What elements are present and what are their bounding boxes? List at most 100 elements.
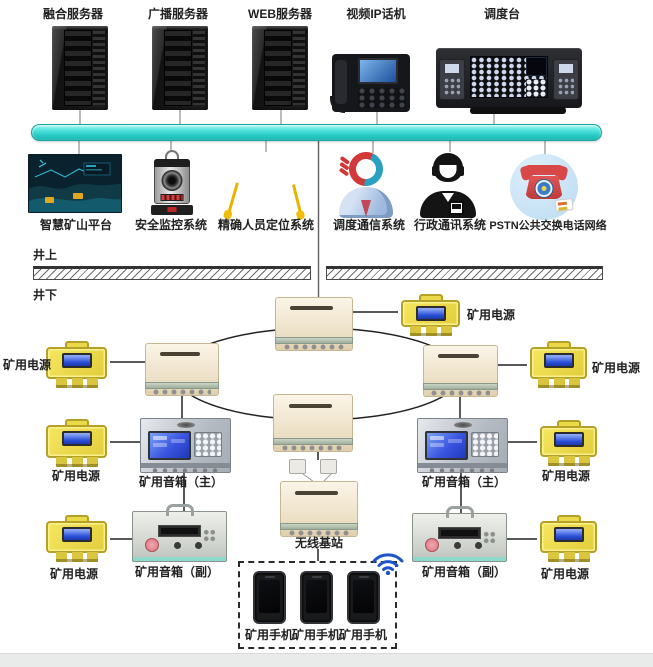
- fusion-server-label: 融合服务器: [42, 7, 104, 21]
- speaker-sub-label: 矿用音箱（副）: [134, 565, 220, 579]
- mine-phone-label: 矿用手机: [338, 628, 388, 642]
- web-server-icon: [252, 26, 308, 110]
- speaker-display: [158, 525, 201, 537]
- mine-phone-1: [253, 571, 286, 624]
- ring-station-top: [275, 297, 353, 351]
- speaker-keypad: [194, 432, 222, 457]
- mine-speaker-sub-left: [132, 504, 227, 562]
- headset-icon: [432, 166, 437, 176]
- power-box-top-right: [398, 294, 463, 336]
- speaker-sub-label: 矿用音箱（副）: [421, 565, 507, 579]
- pstn-icon: [510, 154, 578, 220]
- carry-handle: [445, 506, 474, 518]
- broadcast-server-label: 广播服务器: [147, 7, 209, 21]
- dispatch-console-label: 调度台: [483, 7, 521, 21]
- web-server-label: WEB服务器: [248, 7, 312, 21]
- pstn-label: PSTN公共交换电话网络: [489, 220, 607, 232]
- smart-mine-platform-label: 智慧矿山平台: [39, 218, 113, 232]
- power-lcd: [415, 306, 446, 321]
- safety-monitor-icon: [150, 150, 194, 215]
- phone-keypad: [358, 88, 406, 108]
- power-label: 矿用电源: [540, 567, 590, 581]
- speaker-keypad: [471, 432, 499, 457]
- dispatch-comm-icon: [336, 148, 396, 218]
- speaker-main-label: 矿用音箱（主）: [421, 475, 507, 489]
- phone-screen: [353, 580, 374, 613]
- ground-hatch-left: [33, 266, 311, 280]
- safety-monitor-label: 安全监控系统: [134, 218, 208, 232]
- speaker-touchscreen: [148, 431, 191, 460]
- power-lcd: [553, 432, 584, 447]
- bus-bar: [31, 124, 602, 141]
- wifi-icon: [371, 551, 405, 576]
- microphone-icon: [338, 167, 350, 177]
- phone-screen: [259, 580, 280, 613]
- mine-phone-3: [347, 571, 380, 624]
- zone-above-label: 井上: [33, 248, 58, 262]
- mine-phone-label: 矿用手机: [291, 628, 341, 642]
- bottom-strip: [0, 653, 653, 667]
- power-box-right-1: [527, 341, 590, 388]
- telephone-handset-icon: [524, 165, 564, 175]
- phone-screen: [306, 580, 327, 613]
- mine-phone-label: 矿用手机: [244, 628, 294, 642]
- ring-station-left: [145, 343, 219, 396]
- power-lcd: [61, 527, 92, 542]
- antenna-icon: [289, 459, 306, 474]
- power-label: 矿用电源: [592, 361, 641, 375]
- speaker-touchscreen: [425, 431, 468, 460]
- console-screen: [526, 57, 547, 76]
- speaker-display: [438, 527, 481, 539]
- mine-speaker-main-left: [140, 418, 231, 473]
- power-lcd: [61, 353, 92, 368]
- power-label: 矿用电源: [467, 308, 516, 322]
- console-numpad: [526, 79, 547, 97]
- mine-phone-2: [300, 571, 333, 624]
- console-stand: [470, 107, 566, 114]
- ground-hatch-right: [326, 266, 603, 280]
- phone-group-box: [238, 561, 397, 649]
- badge-icon: [449, 201, 464, 215]
- console-handset-right: [553, 59, 579, 100]
- wireless-base-label: 无线基站: [294, 536, 344, 550]
- power-box-left-3: [43, 515, 110, 562]
- broadcast-server-icon: [152, 26, 208, 110]
- shovel-icon: [291, 184, 303, 218]
- wireless-base-station: [280, 481, 358, 537]
- video-ip-phone-label: 视频IP话机: [346, 7, 406, 21]
- power-label: 矿用电源: [541, 469, 591, 483]
- power-box-left-1: [43, 341, 110, 388]
- smart-mine-platform-icon: [28, 154, 122, 213]
- round-button: [425, 538, 439, 552]
- power-label: 矿用电源: [49, 567, 99, 581]
- admin-comm-icon: [420, 152, 476, 218]
- personnel-positioning-icon: [226, 152, 303, 218]
- power-box-left-2: [43, 419, 110, 467]
- phone-handset: [335, 60, 347, 104]
- power-lcd: [553, 527, 584, 542]
- speaker-main-label: 矿用音箱（主）: [138, 475, 224, 489]
- sensor-led-display: [160, 194, 184, 201]
- sensor-hook: [165, 150, 179, 161]
- video-ip-phone-icon: [332, 54, 410, 112]
- dispatch-comm-label: 调度通信系统: [332, 218, 406, 232]
- power-box-right-2: [537, 420, 600, 466]
- zone-below-label: 井下: [33, 288, 58, 302]
- ring-station-bottom: [273, 394, 353, 452]
- fusion-server-icon: [52, 26, 108, 110]
- mine-speaker-main-right: [417, 418, 508, 473]
- rotary-dial-icon: [535, 180, 553, 197]
- power-label: 矿用电源: [51, 469, 101, 483]
- power-box-right-3: [537, 515, 600, 562]
- carry-handle: [165, 504, 194, 516]
- phone-screen: [358, 58, 398, 84]
- dispatch-console-icon: [436, 48, 582, 108]
- power-label: 矿用电源: [3, 358, 52, 372]
- sensor-gauge: [161, 170, 183, 191]
- console-handset-left: [439, 59, 465, 100]
- headset-ring-icon: [345, 148, 387, 190]
- antenna-icon: [320, 459, 337, 474]
- round-button: [145, 538, 159, 552]
- personnel-positioning-label: 精确人员定位系统: [217, 218, 315, 232]
